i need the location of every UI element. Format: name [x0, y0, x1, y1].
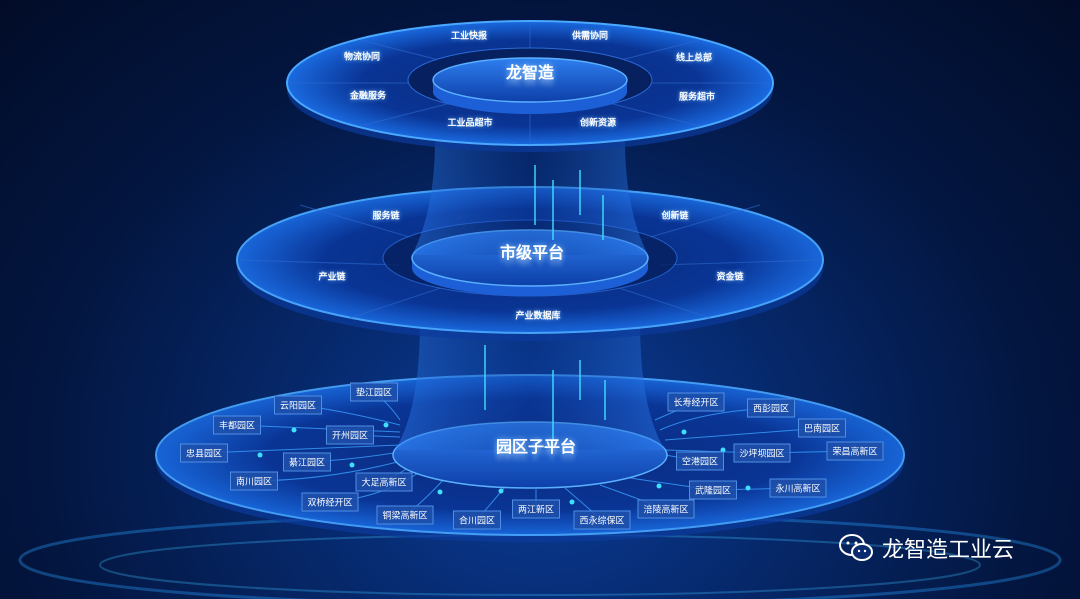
- watermark-text: 龙智造工业云: [882, 538, 1015, 563]
- bottom-center-title: 园区子平台: [495, 437, 577, 456]
- park-tag[interactable]: 两江新区: [511, 499, 561, 519]
- top-item[interactable]: 供需协同: [571, 31, 609, 42]
- park-tag[interactable]: 大足高新区: [355, 472, 413, 492]
- park-tag[interactable]: 涪陵高新区: [637, 499, 695, 519]
- lower-funnel: [395, 320, 665, 450]
- top-center-title: 龙智造: [505, 63, 555, 82]
- middle-item[interactable]: 产业链: [318, 272, 346, 283]
- middle-item[interactable]: 产业数据库: [515, 311, 561, 322]
- park-tag[interactable]: 双桥经开区: [301, 492, 359, 512]
- middle-item[interactable]: 服务链: [372, 211, 400, 222]
- top-item[interactable]: 金融服务: [349, 91, 387, 102]
- park-tag[interactable]: 巴南园区: [797, 418, 847, 438]
- park-tag[interactable]: 西永综保区: [573, 510, 631, 530]
- park-tag[interactable]: 合川园区: [452, 510, 502, 530]
- park-tag[interactable]: 荣昌高新区: [826, 441, 884, 461]
- park-tag[interactable]: 铜梁高新区: [376, 505, 434, 525]
- top-item[interactable]: 线上总部: [675, 53, 713, 64]
- top-item[interactable]: 创新资源: [579, 118, 617, 129]
- top-item[interactable]: 工业快报: [450, 31, 488, 42]
- park-tag[interactable]: 垫江园区: [349, 382, 399, 402]
- top-item[interactable]: 工业品超市: [447, 118, 493, 129]
- middle-center-title: 市级平台: [499, 243, 565, 262]
- park-tag[interactable]: 綦江园区: [282, 452, 332, 472]
- park-tag[interactable]: 西彭园区: [746, 398, 796, 418]
- top-item[interactable]: 物流协同: [343, 52, 381, 63]
- park-tag[interactable]: 南川园区: [229, 471, 279, 491]
- park-tag[interactable]: 丰都园区: [212, 415, 262, 435]
- park-tag[interactable]: 云阳园区: [273, 395, 323, 415]
- middle-item[interactable]: 资金链: [716, 272, 744, 283]
- upper-funnel: [412, 140, 648, 255]
- watermark: 龙智造工业云: [838, 532, 1014, 564]
- park-tag[interactable]: 沙坪坝园区: [733, 443, 791, 463]
- park-tag[interactable]: 空港园区: [675, 451, 725, 471]
- wechat-icon: [838, 533, 874, 563]
- park-tag[interactable]: 长寿经开区: [667, 392, 725, 412]
- middle-item[interactable]: 创新链: [661, 211, 689, 222]
- park-tag[interactable]: 武隆园区: [688, 480, 738, 500]
- park-tag[interactable]: 开州园区: [325, 425, 375, 445]
- park-tag[interactable]: 永川高新区: [769, 478, 827, 498]
- park-tag[interactable]: 忠县园区: [179, 443, 229, 463]
- top-item[interactable]: 服务超市: [678, 92, 716, 103]
- top-disk: [286, 20, 774, 152]
